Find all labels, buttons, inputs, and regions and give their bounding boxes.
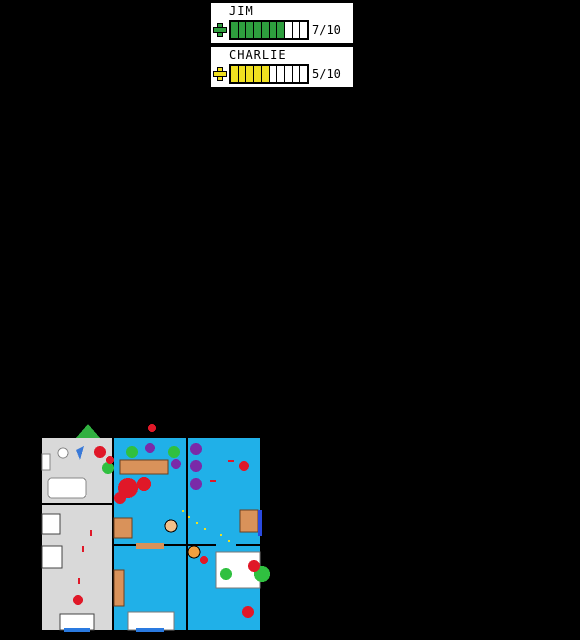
enemies xyxy=(145,443,202,490)
health-segment xyxy=(261,22,270,38)
bench xyxy=(119,459,169,475)
table xyxy=(136,543,164,549)
health-segment xyxy=(238,66,247,82)
door-mat xyxy=(136,628,164,632)
enemy-purple xyxy=(190,460,202,472)
plant xyxy=(126,446,138,458)
health-plus-icon xyxy=(213,23,227,37)
player-jim xyxy=(164,519,178,533)
plant xyxy=(168,446,180,458)
player-status-charlie: CHARLIE 5/10 xyxy=(210,46,354,88)
health-segment xyxy=(254,66,262,82)
enemy-purple xyxy=(190,478,202,490)
health-segment xyxy=(246,66,255,82)
enemy-purple xyxy=(190,443,202,455)
health-segment xyxy=(284,22,293,38)
health-segment xyxy=(231,66,239,82)
enemy-purple xyxy=(171,459,181,469)
health-segment xyxy=(284,66,293,82)
health-segment xyxy=(277,22,285,38)
health-bar xyxy=(229,20,309,40)
health-segment xyxy=(269,22,278,38)
plant xyxy=(102,462,114,474)
health-segment xyxy=(292,22,301,38)
health-segment xyxy=(238,22,247,38)
toilet xyxy=(57,447,69,459)
sink xyxy=(41,453,51,471)
counter xyxy=(41,513,61,535)
bathtub xyxy=(47,477,87,499)
player-name: JIM xyxy=(229,4,254,18)
tent-icon xyxy=(76,424,100,438)
stove xyxy=(41,545,63,569)
charlie-trail xyxy=(182,510,230,542)
water-drop-icon xyxy=(76,446,84,460)
chair xyxy=(239,509,259,533)
health-bar xyxy=(229,64,309,84)
kitchen-sink xyxy=(59,613,95,631)
health-segment xyxy=(300,22,308,38)
player-charlie xyxy=(187,545,201,559)
health-segment xyxy=(300,66,308,82)
health-segment xyxy=(246,22,255,38)
health-segment xyxy=(231,22,239,38)
chair xyxy=(113,517,133,539)
health-plus-icon xyxy=(213,67,227,81)
door xyxy=(258,510,262,536)
health-segment xyxy=(269,66,278,82)
health-segment xyxy=(292,66,301,82)
health-count: 5/10 xyxy=(312,67,341,81)
player-status-jim: JIM 7/10 xyxy=(210,2,354,44)
health-segment xyxy=(277,66,285,82)
enemy-purple xyxy=(145,443,155,453)
health-count: 7/10 xyxy=(312,23,341,37)
door-mat xyxy=(64,628,90,632)
plant xyxy=(220,568,232,580)
blood-splatters xyxy=(73,424,260,618)
shelf xyxy=(113,569,125,607)
health-segment xyxy=(254,22,262,38)
bed xyxy=(127,611,175,631)
health-segment xyxy=(261,66,270,82)
player-name: CHARLIE xyxy=(229,48,287,62)
